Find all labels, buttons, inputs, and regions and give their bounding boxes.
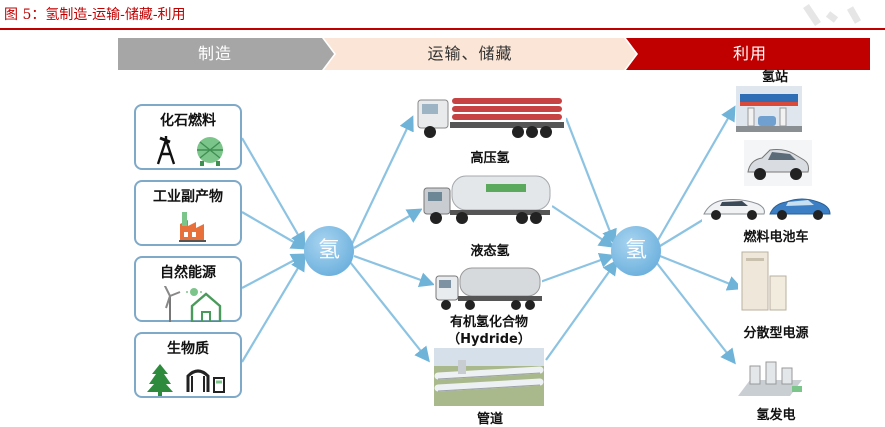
stage-bar bbox=[118, 38, 870, 70]
factory-icon bbox=[179, 212, 206, 242]
fuel-cell-car-icon bbox=[744, 140, 812, 186]
source-natural-energy: 自然能源 bbox=[134, 256, 242, 322]
pipeline-icon bbox=[434, 348, 544, 406]
use-label: 氢站 bbox=[761, 70, 788, 85]
transport-label: 高压氢 bbox=[470, 151, 510, 166]
stage-make-band bbox=[118, 38, 334, 70]
wind-turbine-and-solar-house-icon bbox=[163, 286, 222, 322]
arrow-h2-to-liquid bbox=[353, 208, 423, 249]
arrow-h2-to-highpressure bbox=[351, 115, 414, 245]
arrow-biomass-to-h2 bbox=[241, 255, 306, 363]
transport-label: 液态氢 bbox=[470, 244, 510, 259]
source-label: 自然能源 bbox=[160, 265, 216, 281]
use-label: 氢发电 bbox=[756, 408, 796, 423]
arrow-hydride-to-h2 bbox=[539, 252, 615, 284]
use-label: 分散型电源 bbox=[743, 326, 809, 341]
hydrogen-power-plant-icon bbox=[736, 352, 806, 400]
watermark-icon bbox=[803, 4, 862, 26]
source-biomass: 生物质 bbox=[134, 332, 242, 398]
transport-label: （Hydride） bbox=[447, 332, 531, 347]
arrow-h2-to-generation bbox=[655, 261, 736, 365]
distributed-power-unit-icon bbox=[738, 248, 790, 314]
arrow-liquid-to-h2 bbox=[551, 205, 615, 248]
liquid-hydrogen-tanker-icon bbox=[422, 170, 552, 228]
arrow-highpressure-to-h2 bbox=[564, 117, 617, 245]
figure-title: 图 5：氢制造-运输-储藏-利用 bbox=[4, 7, 186, 23]
use-label: 燃料电池车 bbox=[743, 230, 809, 245]
oil-rig-and-gas-tank-icon bbox=[156, 136, 223, 166]
stage-use-label: 利用 bbox=[732, 44, 767, 63]
fuel-cell-car-icon bbox=[768, 190, 832, 224]
tree-and-biomass-plant-icon bbox=[147, 364, 225, 396]
hydrogen-station-icon bbox=[736, 86, 802, 132]
stage-use-band bbox=[626, 38, 870, 70]
fuel-cell-car-icon bbox=[702, 190, 766, 224]
title-divider bbox=[0, 28, 885, 30]
stage-move-label: 运输、储藏 bbox=[427, 44, 513, 63]
source-industrial-byproduct: 工业副产物 bbox=[134, 180, 242, 246]
arrow-industrial-to-h2 bbox=[241, 211, 307, 250]
hydride-tanker-truck-icon bbox=[434, 262, 542, 312]
source-label: 生物质 bbox=[167, 341, 209, 357]
source-label: 工业副产物 bbox=[153, 189, 223, 205]
hydrogen-node-distribution: 氢 bbox=[611, 226, 661, 276]
transport-label: 有机氢化合物 bbox=[449, 315, 528, 330]
arrow-h2-to-hydride bbox=[353, 254, 435, 288]
arrow-pipeline-to-h2 bbox=[545, 259, 618, 361]
source-label: 化石燃料 bbox=[160, 113, 216, 129]
arrow-h2-to-pipeline bbox=[349, 261, 430, 363]
arrow-h2-to-station bbox=[657, 105, 736, 241]
stage-make-label: 制造 bbox=[197, 44, 232, 63]
transport-label: 管道 bbox=[476, 412, 503, 427]
tube-trailer-truck-icon bbox=[414, 90, 566, 142]
arrow-fossil-to-h2 bbox=[241, 137, 306, 248]
stage-move-band bbox=[324, 38, 636, 70]
hydrogen-node-production: 氢 bbox=[304, 226, 354, 276]
arrow-h2-to-distributed bbox=[659, 254, 743, 291]
source-fossil-fuel: 化石燃料 bbox=[134, 104, 242, 170]
